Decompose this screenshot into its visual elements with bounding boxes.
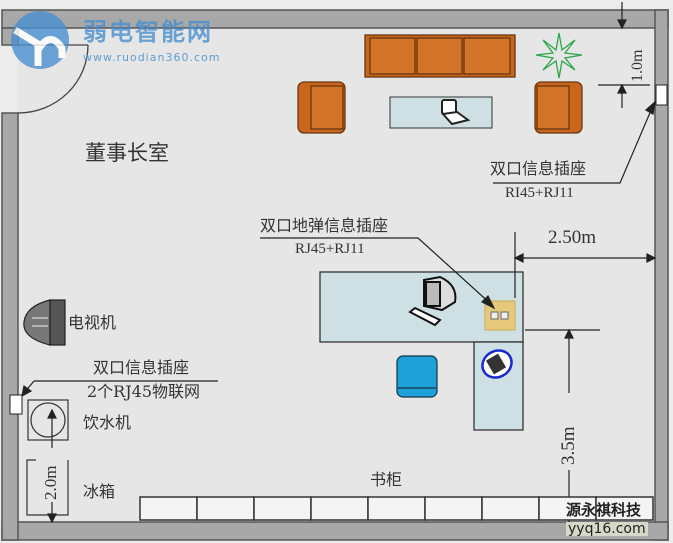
dimension-desk-to-wall-label: 2.50m [548,227,597,248]
socket-top-right [655,84,668,106]
socket-top-right-name: 双口信息插座 [490,159,587,178]
computer-icon [408,275,457,327]
bookcase [139,496,654,521]
watermark-logo [11,11,69,69]
coffee-table [389,96,493,129]
laptop-icon [441,99,471,126]
dimension-top-right-label: 1.0m [629,49,646,82]
socket-left-spec: 2个RJ45物联网 [87,382,201,401]
floor-socket-name: 双口地弹信息插座 [260,216,389,235]
watermark-brand: 弱电智能网 [83,18,213,46]
office-chair [396,355,438,398]
room-title: 董事长室 [85,141,169,165]
sofa [364,34,516,78]
fridge-label: 冰箱 [83,482,116,501]
armchair-left [297,81,346,134]
armchair-right [534,81,583,134]
watermark-bottom-brand: 源永祺科技 [566,501,642,519]
fridge [26,459,69,516]
dimension-left [47,408,57,524]
dimension-desk-to-wall [513,232,657,298]
dimension-desk-to-bottom-label: 3.5m [558,426,579,465]
socket-left-name: 双口信息插座 [93,358,190,377]
bookcase-label: 书柜 [370,470,403,489]
socket-left [9,394,23,415]
watermark-url: www.ruodian360.com [83,51,221,64]
water-dispenser [27,399,69,441]
leader-floor-socket [260,237,496,310]
socket-top-right-spec: RI45+RJ11 [505,185,574,201]
leader-left-socket [21,380,218,398]
tv-label: 电视机 [68,313,117,332]
water-dispenser-label: 饮水机 [83,413,132,432]
tv-icon [23,299,66,346]
walls [1,9,669,541]
dimension-left-label: 2.0m [41,465,60,500]
watermark-bottom-url: yyq16.com [566,521,648,537]
dimension-top-right [598,2,650,108]
phone-icon [481,349,513,379]
floor-socket-spec: RJ45+RJ11 [295,241,365,257]
leader-top-right [493,100,656,184]
plant-icon [535,32,583,79]
